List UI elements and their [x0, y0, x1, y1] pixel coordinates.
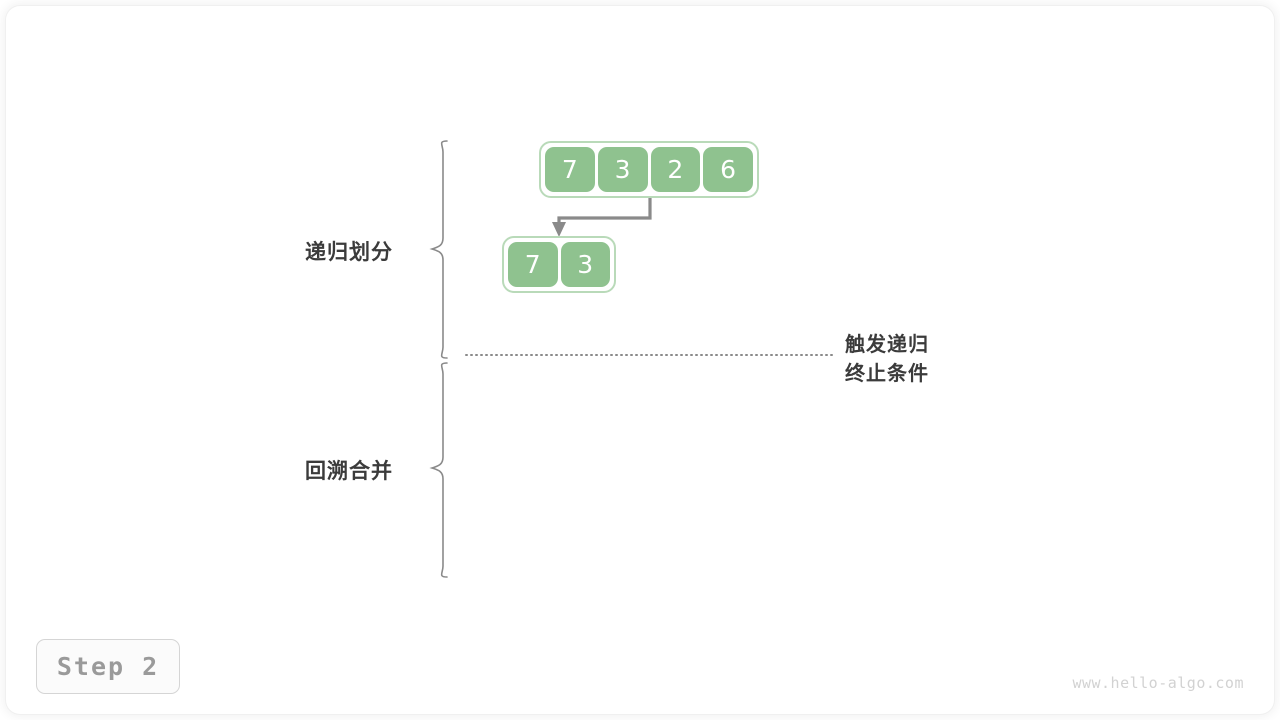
recursion-terminate-annotation: 触发递归 终止条件	[845, 330, 929, 388]
connector-arrowhead	[552, 222, 566, 237]
array-cell: 3	[560, 242, 610, 287]
left-subarray: 7 3	[502, 236, 616, 293]
annotation-line-1: 触发递归	[845, 332, 929, 356]
brace-merge	[429, 362, 448, 578]
array-cell: 2	[650, 147, 701, 192]
array-cell: 3	[597, 147, 648, 192]
brace-divide	[429, 140, 448, 359]
page-frame	[6, 6, 1274, 714]
array-cell: 7	[545, 147, 595, 192]
connector-arrow	[557, 198, 652, 228]
annotation-line-2: 终止条件	[845, 361, 929, 385]
original-array: 7 3 2 6	[539, 141, 759, 198]
section-label-divide: 递归划分	[305, 240, 393, 264]
array-cell: 6	[703, 147, 753, 192]
array-cell: 7	[508, 242, 558, 287]
step-badge: Step 2	[36, 639, 180, 694]
section-label-merge: 回溯合并	[305, 459, 393, 483]
watermark: www.hello-algo.com	[1072, 674, 1244, 692]
